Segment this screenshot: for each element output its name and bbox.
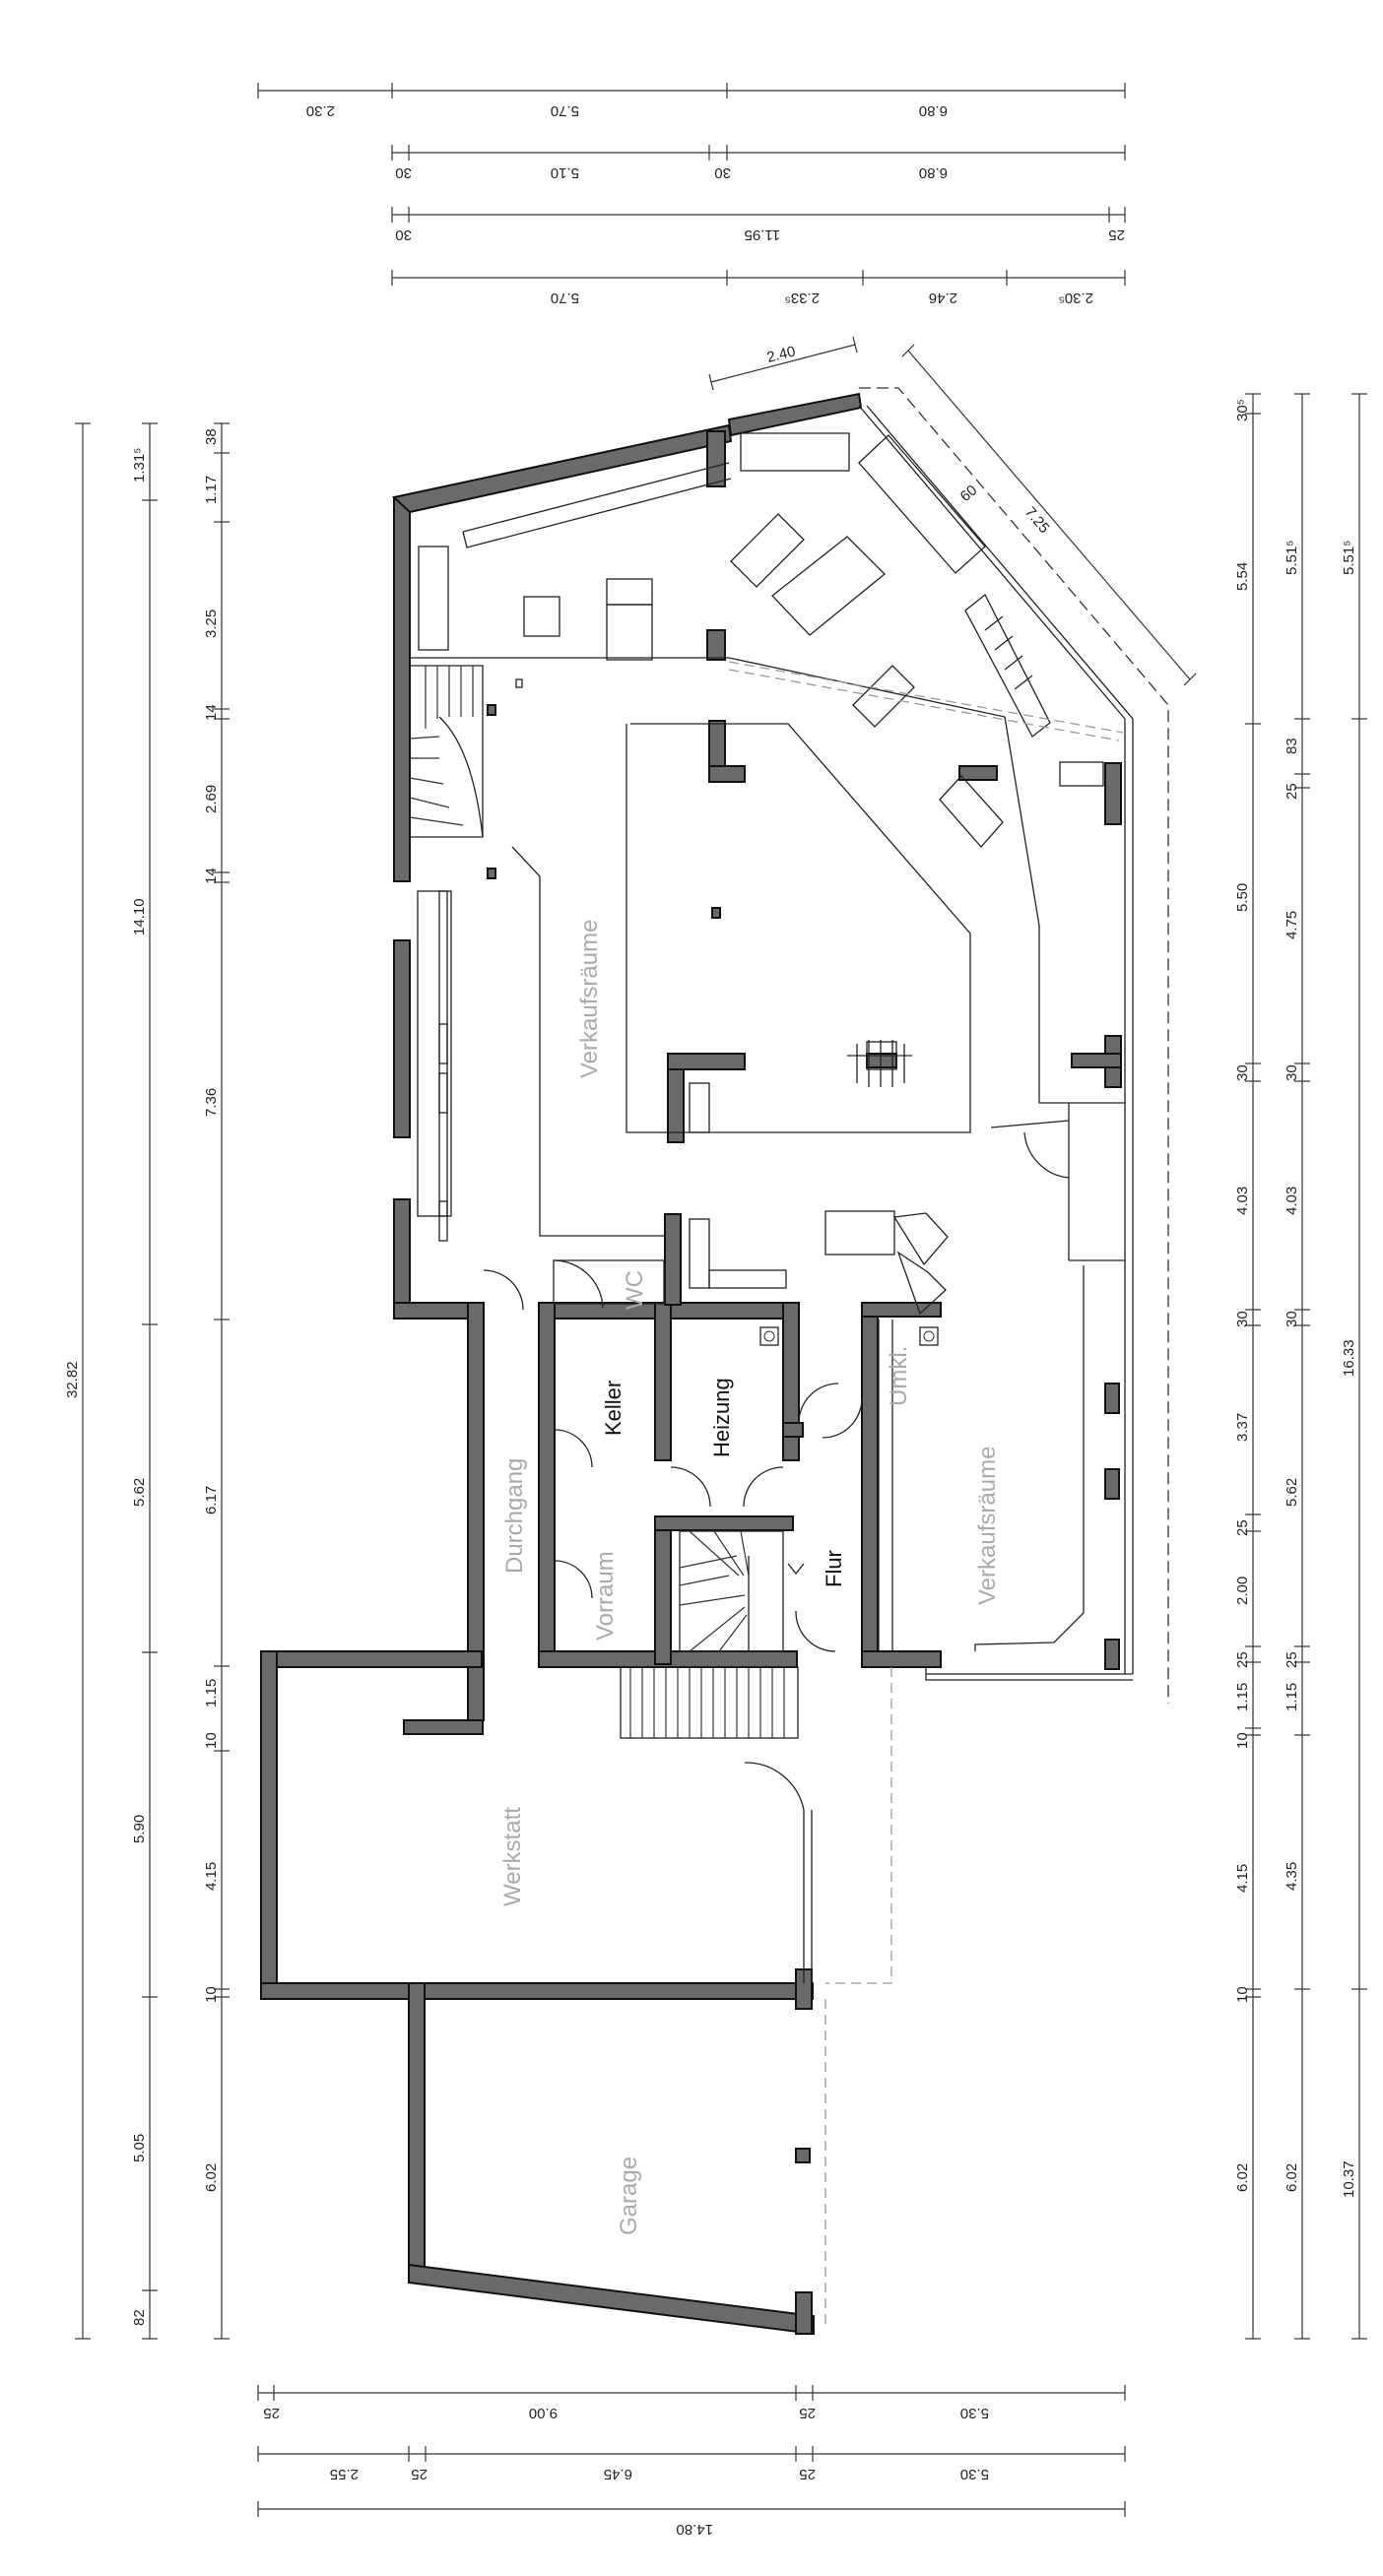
dim-right1-0: 30⁵	[1234, 399, 1251, 421]
dim-top4-0: 5.70	[551, 290, 579, 306]
room-label-flur: Flur	[822, 1550, 846, 1587]
dim-bottom2-4: 5.30	[960, 2466, 989, 2482]
dim-right2-10: 4.35	[1284, 1862, 1300, 1891]
dim-bottom1-1: 9.00	[529, 2405, 558, 2421]
dim-diag-1: 60	[957, 482, 981, 505]
dim-right1-1: 5.54	[1234, 562, 1251, 591]
dim-left2-0: 1.31⁵	[131, 448, 148, 483]
dim-bottom2-3: 25	[799, 2466, 816, 2482]
dim-top3-0: 30	[395, 226, 412, 243]
room-label-garage: Garage	[616, 2157, 642, 2235]
dim-left2-4: 5.05	[131, 2134, 148, 2162]
dim-right1-8: 2.00	[1234, 1577, 1251, 1605]
right-dimension-chains: 30⁵ 5.54 5.50 30 4.03 30 3.37 25 2.00 25…	[1234, 393, 1367, 2340]
dim-left3-12: 6.02	[203, 2163, 220, 2192]
dim-left2-3: 5.90	[131, 1815, 148, 1843]
dim-left3-8: 10	[203, 1732, 220, 1749]
dim-right1-9: 25	[1234, 1651, 1251, 1668]
top-dimension-chains: 2.30 5.70 6.80 30 5.10 30 6.80 30 11.95 …	[257, 83, 1126, 306]
dim-left3-5: 14	[203, 868, 220, 884]
dim-right2-5: 4.03	[1284, 1187, 1300, 1215]
dim-right1-14: 6.02	[1234, 2163, 1251, 2192]
bottom-dimension-chains: 25 9.00 25 5.30 2.55 25 6.45 25 5.30 14.…	[257, 2385, 1126, 2538]
dim-left3-0: 38	[203, 428, 220, 445]
dim-right2-6: 30	[1284, 1311, 1300, 1327]
dim-top2-0: 30	[395, 164, 412, 181]
dim-right1-11: 10	[1234, 1732, 1251, 1749]
dim-left3-2: 3.25	[203, 610, 220, 638]
dim-top1-1: 5.70	[551, 102, 579, 119]
dim-top3-1: 11.95	[745, 226, 780, 243]
dim-left1-0: 32.82	[64, 1361, 81, 1398]
dim-bottom2-1: 25	[411, 2466, 428, 2482]
dim-left2-1: 14.10	[131, 898, 148, 935]
dim-right2-4: 30	[1284, 1064, 1300, 1081]
room-label-durchgang: Durchgang	[501, 1458, 528, 1574]
dim-left3-10: 4.15	[203, 1862, 220, 1891]
diagonal-dimensions: 2.40 7.25 60	[708, 336, 1197, 686]
walls	[260, 392, 1122, 2336]
dim-right1-5: 30	[1234, 1311, 1251, 1327]
dim-right3-1: 16.33	[1341, 1339, 1357, 1377]
dim-bottom2-2: 6.45	[604, 2466, 632, 2482]
dim-right2-9: 1.15	[1284, 1683, 1300, 1711]
dim-bottom2-0: 2.55	[330, 2466, 359, 2482]
dim-left3-9: 1.15	[203, 1679, 220, 1707]
room-labels: Verkaufsräume Verkaufsräume WC Keller He…	[499, 920, 1001, 2235]
dim-top2-3: 6.80	[919, 164, 948, 181]
room-label-umkl: Umkl.	[886, 1346, 912, 1406]
dim-right3-2: 10.37	[1341, 2160, 1357, 2198]
dim-bottom1-2: 25	[799, 2405, 816, 2421]
dim-top4-2: 2.46	[929, 290, 957, 306]
room-label-vorraum: Vorraum	[592, 1551, 619, 1641]
dim-top4-1: 2.33⁵	[785, 290, 820, 306]
room-label-heizung: Heizung	[709, 1378, 734, 1457]
dim-bottom3-0: 14.80	[676, 2521, 713, 2538]
dim-right1-6: 3.37	[1234, 1413, 1251, 1442]
room-label-verkauf2: Verkaufsräume	[974, 1447, 1001, 1605]
thin-lines	[409, 387, 1169, 2324]
dim-left3-11: 10	[203, 1986, 220, 2003]
dim-top4-3: 2.30⁵	[1059, 290, 1093, 306]
dim-top2-1: 5.10	[551, 164, 579, 181]
dim-left3-3: 14	[203, 704, 220, 721]
dim-right2-1: 83	[1284, 738, 1300, 754]
dim-left2-2: 5.62	[131, 1478, 148, 1507]
dim-top1-0: 2.30	[306, 102, 335, 119]
dim-left2-5: 82	[131, 2309, 148, 2326]
dim-right1-3: 30	[1234, 1064, 1251, 1081]
dim-right2-2: 25	[1284, 783, 1300, 800]
dim-left3-6: 7.36	[203, 1088, 220, 1117]
room-label-werkstatt: Werkstatt	[499, 1807, 526, 1906]
dim-right1-2: 5.50	[1234, 883, 1251, 912]
dim-right1-7: 25	[1234, 1519, 1251, 1536]
dim-diag-0: 2.40	[765, 343, 797, 366]
dim-right3-0: 5.51⁵	[1341, 541, 1357, 575]
dim-right2-7: 5.62	[1284, 1478, 1300, 1507]
dim-right1-10: 1.15	[1234, 1683, 1251, 1711]
dim-diag-2: 7.25	[1021, 504, 1053, 537]
room-label-keller: Keller	[601, 1381, 626, 1436]
dim-top2-2: 30	[714, 164, 731, 181]
dim-right2-3: 4.75	[1284, 911, 1300, 939]
dim-bottom1-3: 5.30	[960, 2405, 989, 2421]
room-label-verkauf1: Verkaufsräume	[576, 920, 603, 1078]
dim-right2-11: 6.02	[1284, 2163, 1300, 2192]
dim-right2-0: 5.51⁵	[1284, 541, 1300, 575]
dim-right1-4: 4.03	[1234, 1187, 1251, 1215]
dim-top1-2: 6.80	[919, 102, 948, 119]
dim-left3-4: 2.69	[203, 785, 220, 813]
dim-right1-13: 10	[1234, 1986, 1251, 2003]
dim-top3-2: 25	[1108, 226, 1125, 243]
dim-left3-7: 6.17	[203, 1486, 220, 1514]
room-label-wc: WC	[622, 1270, 648, 1310]
dim-left3-1: 1.17	[203, 476, 220, 504]
dim-right1-12: 4.15	[1234, 1864, 1251, 1893]
dim-bottom1-0: 25	[263, 2405, 280, 2421]
left-dimension-chains: 32.82 1.31⁵ 14.10 5.62 5.90 5.05 82 38 1…	[64, 422, 230, 2340]
dim-right2-8: 25	[1284, 1651, 1300, 1668]
